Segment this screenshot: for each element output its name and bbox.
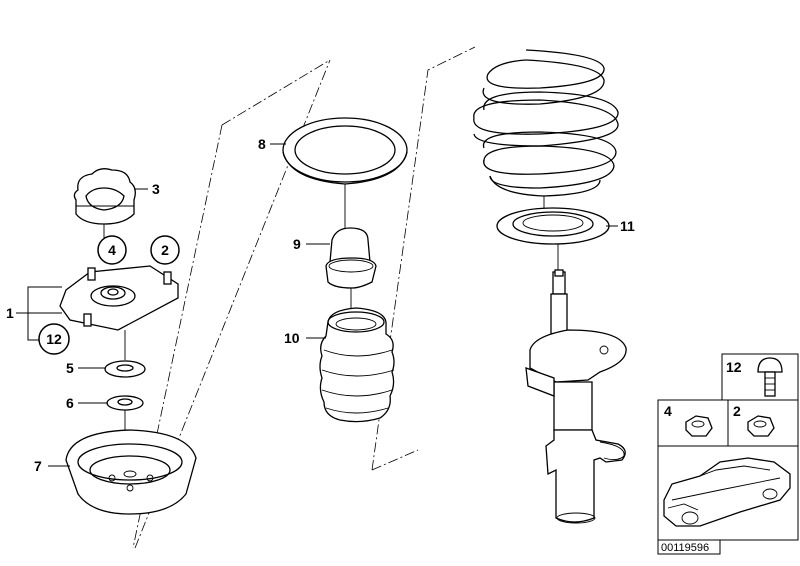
callout-5: 5 [66, 360, 74, 376]
callout-2-circle: 2 [150, 235, 180, 265]
callout-4: 4 [108, 242, 116, 258]
part-3-mount-cap [73, 168, 136, 250]
part-7-spring-seat [65, 429, 197, 515]
hardware-inset: 12 4 2 [657, 353, 799, 541]
nut-icon-2 [747, 415, 775, 437]
callout-7: 7 [34, 458, 42, 474]
part-5-washer [104, 360, 146, 378]
coil-spring [473, 49, 619, 210]
callout-11: 11 [620, 218, 635, 234]
callout-1: 1 [6, 305, 14, 321]
callout-4-circle: 4 [97, 235, 127, 265]
doc-number: 00119596 [661, 542, 709, 554]
inset-label-2: 2 [733, 403, 741, 419]
callout-12-circle: 12 [38, 323, 70, 355]
part-6-washer [106, 395, 144, 411]
callout-2: 2 [161, 242, 169, 258]
inset-label-12: 12 [726, 359, 742, 375]
callout-10: 10 [284, 330, 300, 346]
inset-label-4: 4 [664, 403, 672, 419]
part-10-dust-boot [319, 307, 395, 423]
callout-6: 6 [66, 395, 74, 411]
leader-lines [16, 143, 618, 467]
part-11-spring-pad [496, 207, 610, 272]
callout-12: 12 [46, 331, 62, 347]
callout-9: 9 [293, 236, 301, 252]
car-thumbnail-icon [663, 457, 791, 527]
callout-8: 8 [258, 136, 266, 152]
part-1-strut-mount [59, 265, 179, 331]
nut-icon-4 [685, 415, 713, 437]
doc-number-box: 00119596 [657, 539, 721, 555]
bolt-icon [757, 357, 783, 397]
shock-absorber [525, 269, 627, 524]
part-8-spring-seat-ring [282, 117, 408, 228]
part-9-bump-stop [325, 227, 377, 308]
callout-3: 3 [152, 181, 160, 197]
